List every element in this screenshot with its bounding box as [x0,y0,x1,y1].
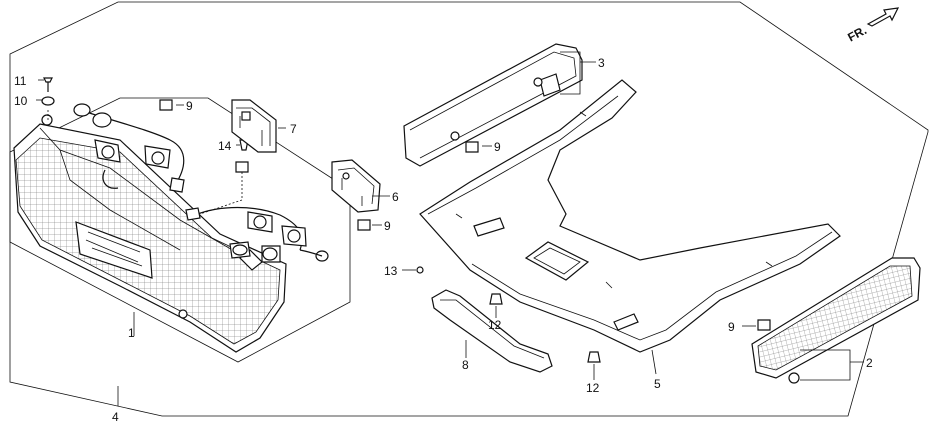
bracket-7 [231,99,277,153]
callout-13: 13 [384,264,398,278]
direction-label: FR. [845,23,869,44]
callout-10: 10 [14,94,28,108]
callout-5: 5 [654,377,661,391]
callout-9-middle: 9 [384,219,391,233]
rear-combination-lamp [13,114,287,353]
callout-4: 4 [112,410,119,424]
callout-9-upper: 9 [186,99,193,113]
clip-9-middle [357,219,371,231]
leader-lines [36,51,864,406]
lamp-wiring-harness-upper [73,103,185,193]
nut-10 [41,96,55,106]
clip-9-upper [159,99,173,111]
clip-9-upper-lamp [465,141,479,153]
grommet [235,161,249,173]
direction-arrow-icon [866,7,900,27]
molding-8 [431,289,553,373]
callout-9-side-lamp: 9 [728,320,735,334]
callout-12-right: 12 [586,381,600,395]
callout-12-left: 12 [488,318,502,332]
side-lamp-2 [751,257,921,384]
clip-9-side-lamp [757,319,771,331]
outer-frame [9,1,929,417]
bracket-6 [331,159,381,213]
callout-1: 1 [128,326,135,340]
clip-12-right [587,351,601,363]
callout-9-upper-lamp: 9 [494,140,501,154]
clip-12-left [489,293,503,305]
callout-2: 2 [866,356,873,370]
callout-8: 8 [462,358,469,372]
back-up-lamp-3 [403,43,583,167]
screw-11 [43,77,53,92]
front-direction-indicator: FR. [845,7,900,45]
lamp-wiring-harness-lower [185,206,329,263]
lamp-assembly-frame [9,97,351,363]
callout-7: 7 [290,122,297,136]
callout-6: 6 [392,190,399,204]
callout-14: 14 [218,139,232,153]
callout-11: 11 [14,74,27,88]
rear-garnish-5 [419,79,841,353]
callout-labels: 1 2 3 4 5 6 7 8 9 9 9 9 10 11 12 12 13 1… [14,56,873,424]
screw-13 [416,266,424,274]
callout-3: 3 [598,56,605,70]
